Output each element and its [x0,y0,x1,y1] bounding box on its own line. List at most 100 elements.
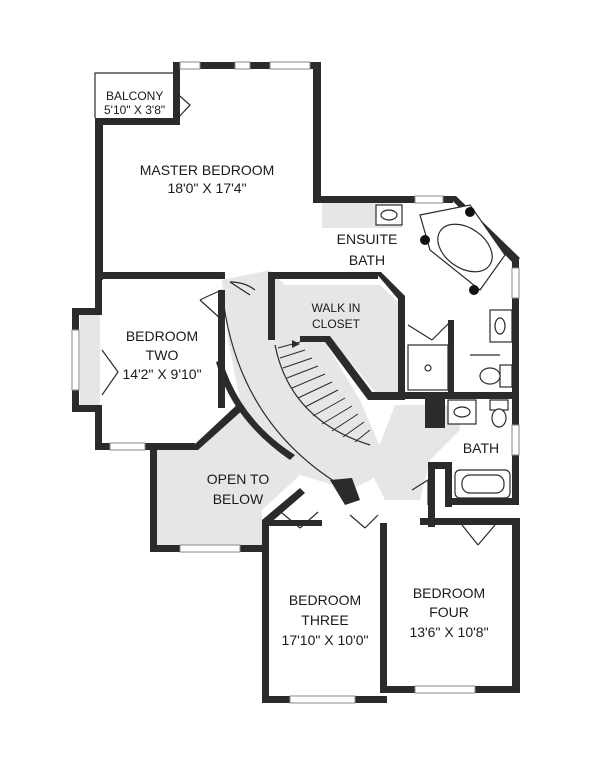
bedroom-three-size: 17'10" X 10'0" [282,632,369,648]
sink-icon [494,317,506,335]
wall [262,520,322,526]
wall [420,518,520,525]
stair-outer-curve [221,289,341,486]
wall [95,272,102,312]
door [101,349,119,396]
wall [313,196,453,203]
wall [445,462,452,507]
window [511,424,520,456]
bedroom-two-label-2: TWO [146,347,179,363]
bedroom-four-label: BEDROOM [413,585,485,601]
window [179,61,201,70]
door [281,511,319,529]
wall [262,520,269,702]
tub-jet-icon [420,235,430,245]
wall [428,462,435,527]
open-to-below-label: OPEN TO [207,471,270,487]
window [269,61,311,70]
wall [218,290,225,408]
wall [428,462,452,469]
wall [72,405,102,412]
windows [71,61,520,704]
toilet-icon [479,367,501,385]
wall [268,272,378,279]
door [199,289,223,321]
bedroom-two-size: 14'2" X 9'10" [122,366,201,382]
master-bedroom-name: MASTER BEDROOM [140,162,275,178]
stair-treads [277,341,371,443]
balcony-name: BALCONY [106,89,163,103]
door [349,514,379,529]
wall [425,398,431,428]
closet-nook-left [80,313,100,408]
ensuite-bath-label: ENSUITE [337,231,398,247]
window [71,329,80,391]
stair-rail [216,360,295,460]
shower-head-icon [424,364,432,372]
wall [262,488,305,525]
tub-basin [461,474,505,494]
tub-jet-icon [465,207,475,217]
wall [95,118,173,125]
wall [430,398,445,428]
door [229,281,256,296]
bedroom-two-label: BEDROOM [126,328,198,344]
doors [101,281,500,546]
window [179,544,241,553]
wall [450,498,519,505]
ensuite-fixtures [375,204,513,391]
sink-icon [380,209,398,221]
staircase [216,289,371,486]
walk-in-closet-label: WALK IN [312,301,361,315]
window [511,267,520,299]
toilet-tank [499,364,513,388]
window [289,695,356,704]
bathtub-icon [437,223,493,273]
open-to-below-area [156,405,300,548]
wall [300,336,400,400]
window [109,442,146,451]
bath-fixtures [447,399,511,499]
bedroom-three-label: BEDROOM [289,592,361,608]
bedroom-four-size: 13'6" X 10'8" [409,624,488,640]
wall [95,118,103,280]
wall [512,520,520,692]
bedroom-three-label-2: THREE [301,612,348,628]
closet-floor [285,285,398,392]
wall [512,258,519,398]
door [407,321,451,341]
wall [313,62,321,200]
balcony-size: 5'10" X 3'8" [104,103,165,117]
sink-icon [453,406,471,418]
wall [398,392,516,399]
wall [448,320,454,395]
window [234,61,251,70]
stair-inner-curve [274,344,371,446]
tub-jet-icon [469,285,479,295]
bedroom-four-label-2: FOUR [429,604,469,620]
window [414,685,476,694]
door [411,478,429,505]
stair-post [330,478,360,505]
door [461,524,496,546]
bath-label: BATH [463,440,499,456]
bath-hall [370,405,460,500]
wall [375,272,405,400]
window [414,195,444,204]
balcony-door [172,89,191,119]
wall [380,523,387,693]
master-bedroom-size: 18'0" X 17'4" [167,180,246,196]
ensuite-bath-label-2: BATH [349,252,385,268]
walk-in-closet-label-2: CLOSET [312,317,361,331]
balcony-railing [94,72,173,118]
stair-arrow-icon [292,340,300,348]
wall [72,308,102,315]
toilet-icon [491,408,507,428]
open-to-below-label-2: BELOW [213,491,264,507]
wall [95,272,225,279]
wall [268,272,275,340]
wall [150,444,157,552]
wall [95,405,102,450]
room-labels: BALCONY 5'10" X 3'8" MASTER BEDROOM 18'0… [104,89,499,648]
